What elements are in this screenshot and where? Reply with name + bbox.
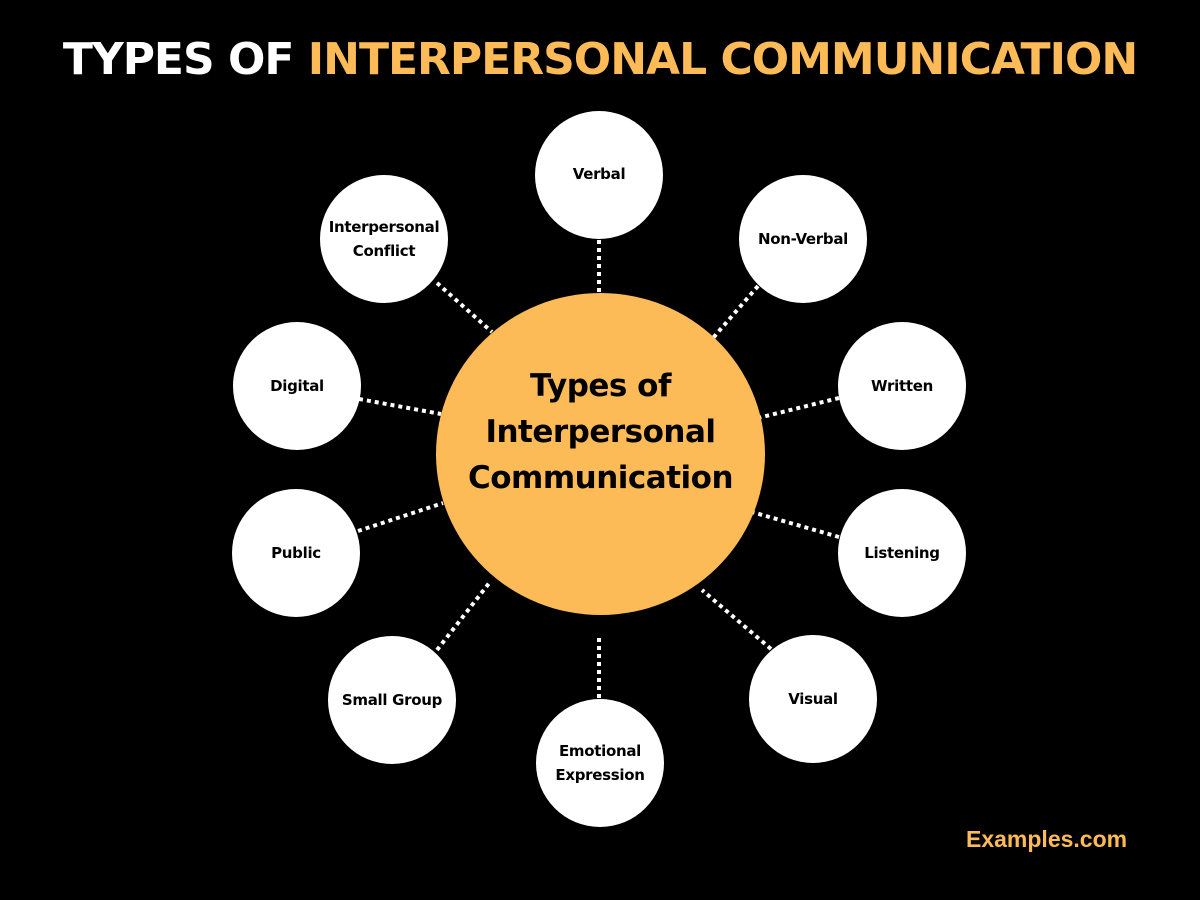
connector-written: [757, 396, 840, 420]
node-label: Written: [871, 377, 933, 395]
node-label: Small Group: [341, 691, 443, 709]
node-non-verbal: Non-Verbal: [739, 175, 867, 303]
hub-label-line-2: Interpersonal: [485, 414, 716, 450]
node-verbal: Verbal: [535, 111, 663, 239]
node-digital: Digital: [233, 322, 361, 450]
node-label: Listening: [864, 544, 940, 562]
node-label-line-1: Emotional: [558, 742, 642, 760]
node-label: Public: [271, 544, 321, 562]
node-listening: Listening: [838, 489, 966, 617]
connector-public: [357, 501, 444, 533]
node-label-line-1: Interpersonal: [328, 218, 440, 236]
hub-label-line-1: Types of: [530, 368, 671, 404]
connector-visual: [700, 588, 773, 651]
title-part-white: TYPES OF: [62, 34, 308, 85]
hub-label-line-3: Communication: [467, 460, 734, 496]
connector-non-verbal: [711, 284, 760, 340]
connector-small-group: [435, 580, 492, 652]
connector-digital: [358, 397, 442, 416]
title-part-accent: INTERPERSONAL COMMUNICATION: [307, 34, 1138, 85]
node-label: Verbal: [572, 165, 626, 183]
node-small-group: Small Group: [328, 636, 456, 764]
node-public: Public: [232, 489, 360, 617]
node-visual: Visual: [749, 635, 877, 763]
node-label: Visual: [788, 690, 838, 708]
node-label: Digital: [270, 377, 324, 395]
node-written: Written: [838, 322, 966, 450]
node-label: Interpersonal Conflict: [325, 215, 444, 263]
node-label-line-2: Conflict: [352, 242, 416, 260]
page-title: TYPES OF INTERPERSONAL COMMUNICATION: [0, 30, 1200, 90]
node-label-line-2: Expression: [555, 766, 645, 784]
node-interpersonal-conflict: Interpersonal Conflict: [320, 175, 448, 303]
hub-label: Types of Interpersonal Communication: [467, 363, 734, 501]
node-label: Emotional Expression: [551, 739, 648, 787]
node-label: Non-Verbal: [757, 230, 849, 248]
brand-watermark: Examples.com: [966, 826, 1128, 852]
node-emotional-expression: Emotional Expression: [536, 699, 664, 827]
central-hub: Types of Interpersonal Communication: [436, 293, 765, 615]
connector-interpersonal-conflict: [435, 281, 494, 334]
connector-listening: [751, 510, 840, 539]
